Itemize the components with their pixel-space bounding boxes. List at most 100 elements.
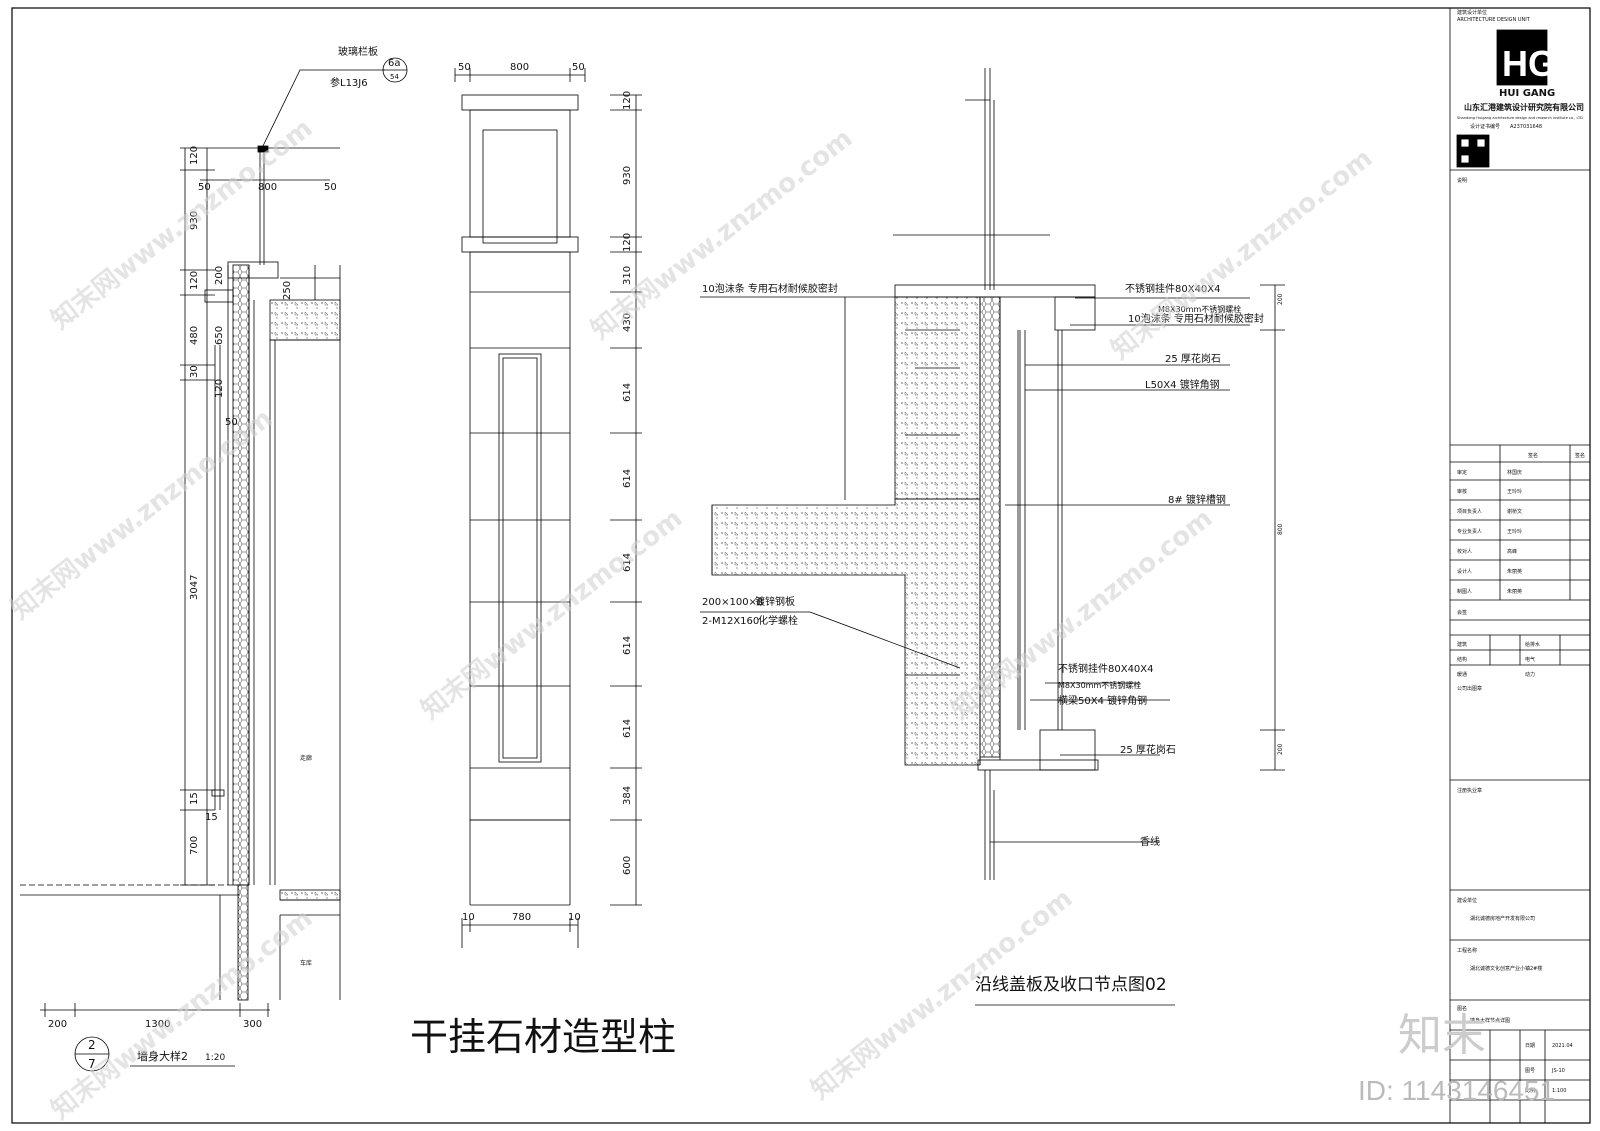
tb-header-en: ARCHITECTURE DESIGN UNIT: [1457, 17, 1531, 23]
node-label-4: 10泡沫条 专用石材耐候胶密封: [1128, 312, 1264, 325]
col-dim-right-6: 614: [622, 383, 633, 402]
col-dim-right-7: 614: [622, 469, 633, 488]
watermark-id: ID: 1143146451: [1358, 1075, 1555, 1106]
cs-2b: 电气: [1525, 656, 1535, 663]
stone-column-elevation: [454, 68, 642, 948]
node-label-1: 10泡沫条 专用石材耐候胶密封: [702, 282, 838, 295]
sheet-frame: [11, 7, 1591, 1124]
dim-bottom-3: 300: [243, 1019, 262, 1030]
company-en: Shandong Huigang architecture design and…: [1457, 116, 1583, 120]
col-dim-right-2: 930: [622, 166, 633, 185]
detail-caption: 墙身大样2: [137, 1049, 188, 1063]
node-detail: [700, 68, 1285, 1006]
cs-3a: 暖通: [1457, 671, 1467, 678]
col-dim-bottom-2: 780: [512, 912, 531, 923]
col-dim-right-4: 310: [622, 266, 633, 285]
room-label-2: 车库: [300, 959, 312, 967]
detail-scale: 1:20: [205, 1053, 225, 1063]
col-dim-right-5: 430: [622, 313, 633, 332]
cert-label: 设计证书编号: [1470, 123, 1500, 130]
node-label-9: 镀锌钢板: [755, 595, 795, 608]
bottom-row-2a: 图号: [1525, 1068, 1535, 1074]
dim-misc-4: 120: [214, 379, 225, 398]
node-dim-3: 200: [1277, 743, 1284, 755]
sign-name-4: 王玲玲: [1507, 528, 1522, 535]
sign-role-7: 制图人: [1457, 588, 1472, 595]
sign-header-1: 签名: [1528, 452, 1538, 459]
cs-2a: 结构: [1457, 656, 1467, 663]
sign-name-5: 高峰: [1507, 548, 1517, 555]
railing-ref: 参L13J6: [330, 76, 368, 89]
tb-header: 建筑设计单位: [1457, 9, 1487, 16]
node-label-11: 化学螺栓: [758, 614, 798, 627]
dim-v-3: 120: [189, 271, 200, 290]
drawing-label: 图名: [1457, 1005, 1467, 1012]
col-dim-bottom-3: 10: [568, 912, 581, 923]
sign-role-2: 审核: [1457, 488, 1467, 495]
countersign-label: 会签: [1457, 609, 1467, 616]
railing-label: 玻璃栏板: [338, 45, 378, 58]
dim-v-5: 30: [189, 365, 200, 378]
sign-name-2: 王玲玲: [1507, 488, 1522, 495]
dim-misc-1: 200: [214, 266, 225, 285]
stamp-label: 公司出图章: [1457, 685, 1482, 692]
cs-3b: 动力: [1525, 671, 1535, 678]
watermark-4: 知末网www.znzmo.com: [416, 503, 688, 725]
tag-den: 7: [88, 1057, 96, 1071]
dim-misc-5: 50: [225, 417, 238, 428]
col-dim-top-2: 800: [510, 62, 529, 73]
sign-role-1: 审定: [1457, 469, 1467, 476]
node-label-13: M8X30mm不锈钢螺栓: [1058, 680, 1141, 690]
dim-misc-6: 15: [205, 812, 218, 823]
dim-top-3: 50: [324, 182, 337, 193]
bottom-row-3a: 比例: [1525, 1087, 1535, 1094]
col-dim-right-11: 384: [622, 786, 633, 805]
watermark-5: 知末网www.znzmo.com: [1106, 143, 1378, 365]
cert-no: A237031648: [1510, 124, 1542, 130]
sign-role-5: 校对人: [1457, 548, 1472, 555]
project-name: 湖北诚德文化创意产业小镇2#楼: [1470, 965, 1542, 972]
logo-name: HUI GANG: [1499, 88, 1555, 99]
dim-misc-3: 650: [214, 326, 225, 345]
bottom-row-3b: 1:100: [1552, 1088, 1566, 1094]
bottom-row-1a: 日期: [1525, 1043, 1535, 1049]
room-label: 走廊: [300, 754, 312, 762]
bottom-row-1b: 2021.04: [1552, 1043, 1573, 1049]
wall-section-detail: [20, 57, 408, 1072]
node-label-15: 25 厚花岗石: [1120, 743, 1176, 756]
bottom-row-2b: JS-10: [1551, 1068, 1565, 1074]
col-dim-top-3: 50: [572, 62, 585, 73]
col-dim-bottom-1: 10: [462, 912, 475, 923]
node-label-3: M8X30mm不锈钢螺栓: [1158, 304, 1241, 314]
client-name: 湖北诚德房地产开发有限公司: [1470, 915, 1535, 922]
node-label-2: 不锈钢挂件80X40X4: [1125, 282, 1221, 295]
dim-v-2: 930: [189, 211, 200, 230]
node-label-6: L50X4 镀锌角钢: [1145, 378, 1220, 391]
node-label-7: 8# 镀锌槽钢: [1168, 493, 1226, 506]
dim-bottom-2: 1300: [145, 1019, 170, 1030]
sign-role-6: 设计人: [1457, 568, 1472, 575]
index-top: 6a: [388, 58, 401, 69]
col-dim-right-1: 120: [622, 91, 633, 110]
sign-name-7: 朱丽英: [1507, 588, 1522, 595]
node-label-14: 横梁50X4 镀锌角钢: [1058, 694, 1147, 707]
col-dim-right-10: 614: [622, 719, 633, 738]
col-dim-top-1: 50: [458, 62, 471, 73]
notes-title: 说明: [1457, 177, 1467, 184]
project-label: 工程名称: [1457, 947, 1477, 954]
watermark-logo: 知末: [1398, 1010, 1486, 1061]
drawing-name: 墙身大样节点详图: [1470, 1017, 1510, 1024]
reg-label: 注册执业章: [1457, 787, 1482, 794]
node-dim-1: 200: [1277, 293, 1284, 305]
dim-misc-2: 250: [282, 281, 293, 300]
watermark-8: 知末网www.znzmo.com: [46, 903, 318, 1125]
sign-name-1: 林国庆: [1507, 469, 1522, 476]
cs-1b: 给排水: [1525, 641, 1540, 648]
col-dim-right-8: 614: [622, 553, 633, 572]
sign-header-2: 签名: [1575, 452, 1585, 459]
dim-bottom-1: 200: [48, 1019, 67, 1030]
sign-name-3: 谢桥文: [1507, 508, 1522, 515]
tag-num: 2: [88, 1038, 96, 1052]
title-block: [1449, 8, 1590, 1123]
